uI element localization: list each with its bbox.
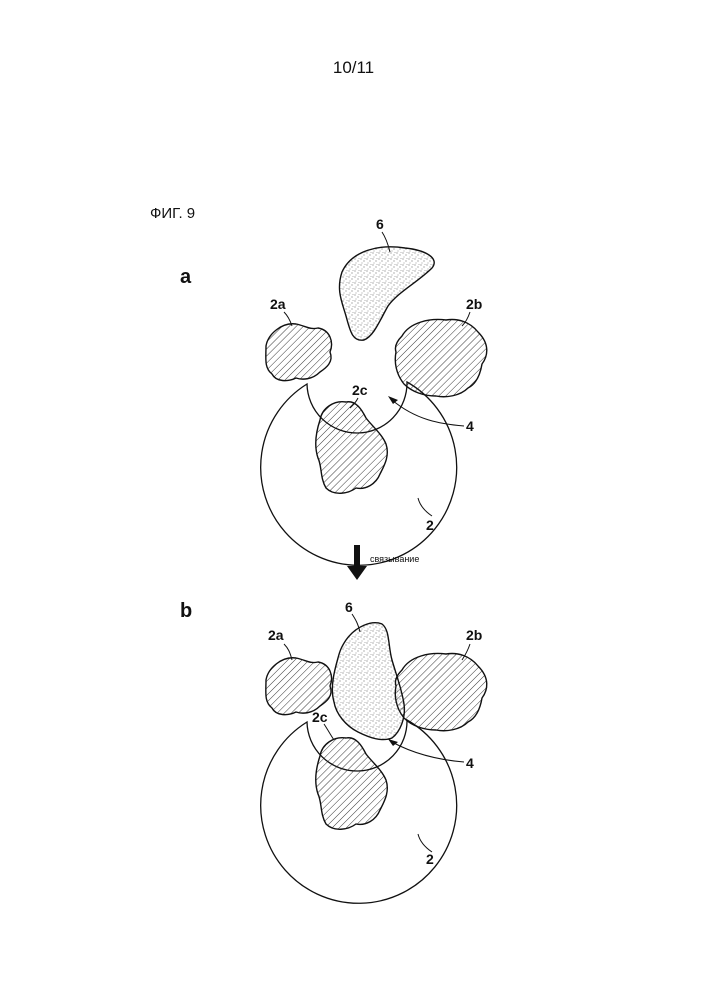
label-pocket: 4: [466, 418, 474, 434]
label-2a: 2a: [270, 296, 286, 312]
pocket-arrowhead: [388, 739, 398, 746]
domain-2c-shape: [316, 402, 387, 494]
transition-label: связывание: [370, 554, 419, 564]
label-2a: 2a: [268, 627, 284, 643]
label-2b: 2b: [466, 627, 482, 643]
domain-2b-shape: [395, 320, 486, 397]
ligand-shape: [332, 623, 404, 740]
label-2c: 2c: [352, 382, 368, 398]
label-2c: 2c: [312, 709, 328, 725]
domain-2a-shape: [266, 324, 332, 381]
label-pocket: 4: [466, 755, 474, 771]
domain-2c-shape: [316, 738, 387, 830]
leader-2c: [324, 724, 334, 740]
label-ligand: 6: [345, 599, 353, 615]
label-protein: 2: [426, 517, 434, 533]
label-ligand: 6: [376, 216, 384, 232]
label-2b: 2b: [466, 296, 482, 312]
pocket-arrowhead: [388, 396, 398, 404]
label-protein: 2: [426, 851, 434, 867]
domain-2a-shape: [266, 658, 332, 715]
transition-arrow-head: [347, 566, 367, 580]
transition-arrow-shaft: [354, 545, 360, 567]
panel-a: 6 2a 2b 2c 4 2: [261, 216, 487, 565]
domain-2b-shape: [395, 654, 486, 731]
panel-b: 6 2a 2b 2c 4 2: [261, 599, 487, 903]
